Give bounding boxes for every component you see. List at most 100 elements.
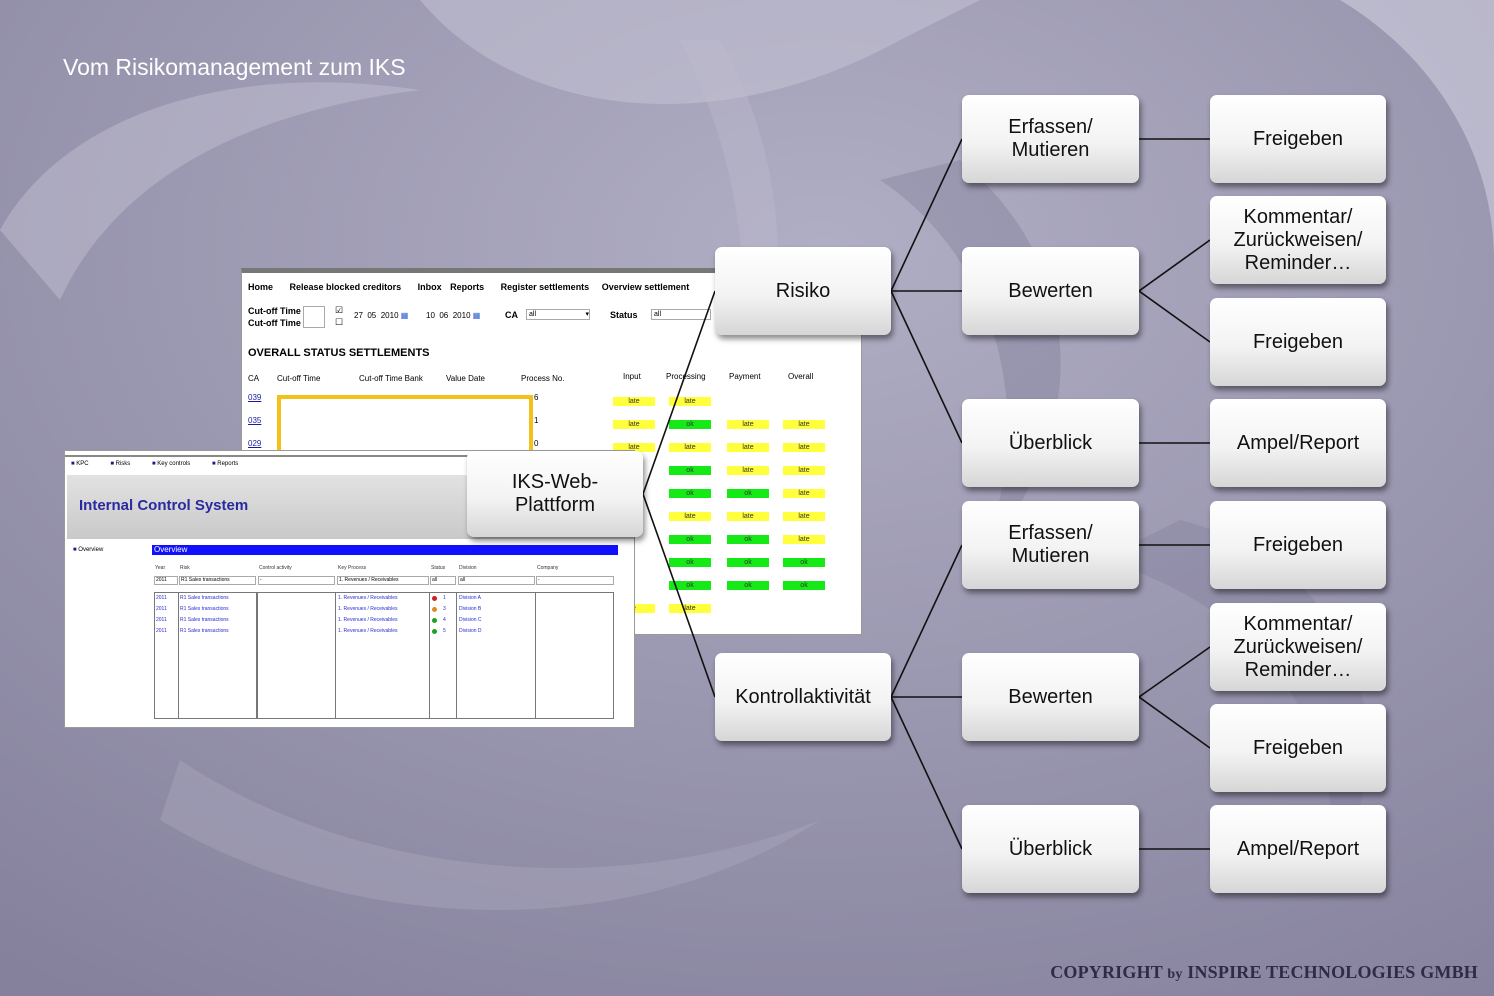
status-light-icon [432,629,437,634]
status-cell: late [783,489,825,498]
filter-select: all [458,576,535,585]
status-light-icon [432,618,437,623]
status-cell: late [613,420,655,429]
ics-row-process: 1. Revenues / Receivables [338,606,398,612]
ics-nav-item: Reports [212,461,238,467]
status-cell: late [727,466,769,475]
column-header: Input [623,372,641,381]
ics-row-year: 2011 [156,595,167,601]
ics-row-risk: R1 Sales transactions [180,617,229,623]
ics-row-status: 5 [443,628,446,634]
checkbox-icon: ☐ [335,317,344,327]
column-header: Value Date [446,374,485,383]
ca-select: all▾ [526,309,590,320]
status-cell: late [613,443,655,452]
filter-select: 2011 [154,576,178,585]
node-risiko-erfassen: Erfassen/ Mutieren [962,95,1139,183]
date-from: 27 05 2010 ▦ [354,311,409,320]
node-kontroll-freigeben-2: Freigeben [1210,704,1386,792]
ics-row-status: 3 [443,606,446,612]
process-number: 1 [534,416,539,425]
status-light-icon [432,607,437,612]
status-cell: late [727,443,769,452]
ca-link: 039 [248,393,262,402]
process-number: 6 [534,393,539,402]
status-cell: ok [669,489,711,498]
status-cell: late [783,420,825,429]
ics-row-division: Division B [459,606,482,612]
highlight-box [277,395,533,465]
ics-row-division: Division D [459,628,482,634]
ics-nav-item: Key controls [152,461,190,467]
ics-row-status: 4 [443,617,446,623]
menu-item: Home [248,282,274,292]
column-header: Cut-off Time [277,374,321,383]
column-header: CA [248,374,260,383]
status-cell: late [783,466,825,475]
status-cell: late [783,512,825,521]
status-label: Status [610,310,638,320]
node-kontroll-freigeben: Freigeben [1210,501,1386,589]
settlements-heading: OVERALL STATUS SETTLEMENTS [248,347,430,359]
process-number: 0 [534,439,539,448]
ics-nav: KPC Risks Key controls Reports [71,461,258,467]
ca-link: 029 [248,439,262,448]
column-header: Processing [666,372,706,381]
ics-row-process: 1. Revenues / Receivables [338,617,398,623]
ics-row-division: Division A [459,595,481,601]
ics-row-risk: R1 Sales transactions [180,595,229,601]
ics-row-process: 1. Revenues / Receivables [338,595,398,601]
filter-label: Key Process [338,565,367,571]
status-cell: late [783,443,825,452]
filter-label: Risk [180,565,190,571]
ics-row-status: 1 [443,595,446,601]
node-risiko: Risiko [715,247,891,335]
ics-overview-bar: Overview [152,545,618,555]
ca-link: 035 [248,416,262,425]
status-cell: late [669,397,711,406]
node-risiko-ueberblick: Überblick [962,399,1139,487]
node-risiko-freigeben-2: Freigeben [1210,298,1386,386]
ics-nav-item: KPC [71,461,89,467]
menu-item: Register settlements [500,282,590,292]
menu-item: Release blocked creditors [289,282,402,292]
filter-label: Status [431,565,446,571]
node-kontroll-erfassen: Erfassen/ Mutieren [962,501,1139,589]
node-risiko-ampel-report: Ampel/Report [1210,399,1386,487]
filter-select: - [536,576,614,585]
ics-row-division: Division C [459,617,482,623]
status-cell: ok [727,558,769,567]
filter-select: all [430,576,456,585]
node-risiko-freigeben: Freigeben [1210,95,1386,183]
status-cell: ok [727,581,769,590]
ics-row-process: 1. Revenues / Receivables [338,628,398,634]
settlements-menu: Home Release blocked creditors Inbox Rep… [248,282,703,292]
ics-row-year: 2011 [156,628,167,634]
checkbox-icon: ☑ [335,305,344,315]
status-cell: ok [669,558,711,567]
ics-side-item: Overview [73,547,103,553]
menu-item: Inbox [417,282,442,292]
status-light-icon [432,596,437,601]
status-cell: late [669,604,711,613]
status-cell: late [783,535,825,544]
slide-title: Vom Risikomanagement zum IKS [63,54,406,80]
ics-row-risk: R1 Sales transactions [180,606,229,612]
date-to: 10 06 2010 ▦ [426,311,481,320]
node-kontrollaktivitaet: Kontrollaktivität [715,653,891,741]
ics-row-risk: R1 Sales transactions [180,628,229,634]
menu-item: Reports [450,282,485,292]
status-cell: late [727,512,769,521]
ics-header-strip [65,451,634,457]
table-column [257,592,336,719]
status-cell: ok [727,489,769,498]
status-select: all [651,309,711,320]
column-header: Overall [788,372,814,381]
ics-title: Internal Control System [79,497,249,514]
ics-row-year: 2011 [156,617,167,623]
filter-select: - [258,576,335,585]
node-risiko-bewerten: Bewerten [962,247,1139,335]
filter-label: Division [459,565,477,571]
status-cell: late [727,420,769,429]
node-iks-web-plattform: IKS-Web- Plattform [467,451,643,537]
